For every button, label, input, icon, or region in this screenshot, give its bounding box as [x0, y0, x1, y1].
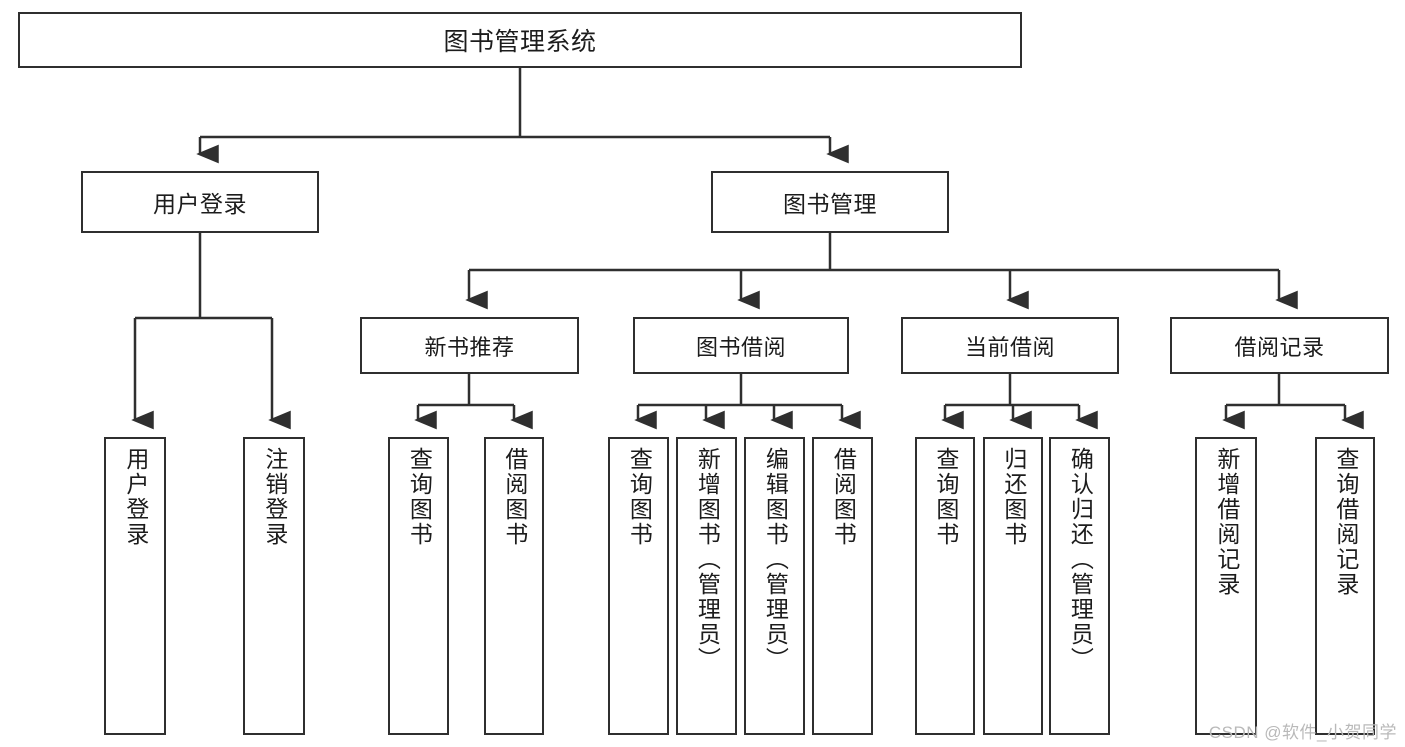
node-leaf-borrow-book-1-label: 借阅图书 [501, 447, 528, 547]
node-leaf-return-book-label: 归还图书 [1000, 447, 1027, 547]
node-user-login[interactable]: 用户登录 [81, 171, 319, 233]
node-leaf-query-book-1[interactable]: 查询图书 [388, 437, 449, 735]
node-leaf-add-record[interactable]: 新增借阅记录 [1195, 437, 1257, 735]
node-leaf-confirm-return-label: 确认归还（管理员） [1067, 447, 1094, 672]
node-leaf-confirm-return[interactable]: 确认归还（管理员） [1049, 437, 1110, 735]
node-book-admin-label: 图书管理 [783, 191, 877, 217]
node-book-borrow[interactable]: 图书借阅 [633, 317, 849, 374]
node-leaf-borrow-book-1[interactable]: 借阅图书 [484, 437, 544, 735]
node-leaf-add-book[interactable]: 新增图书（管理员） [676, 437, 737, 735]
node-leaf-user-login[interactable]: 用户登录 [104, 437, 166, 735]
node-leaf-query-record[interactable]: 查询借阅记录 [1315, 437, 1375, 735]
node-leaf-add-book-label: 新增图书（管理员） [694, 447, 721, 672]
node-leaf-query-book-2[interactable]: 查询图书 [608, 437, 669, 735]
node-root-label: 图书管理系统 [443, 28, 597, 56]
node-leaf-add-record-label: 新增借阅记录 [1213, 447, 1240, 597]
node-current-borrow-label: 当前借阅 [964, 334, 1055, 360]
node-leaf-query-book-1-label: 查询图书 [406, 447, 433, 547]
watermark: CSDN @软件_小贺同学 [1208, 723, 1397, 742]
node-root[interactable]: 图书管理系统 [18, 12, 1022, 68]
node-leaf-user-login-label: 用户登录 [122, 447, 149, 547]
node-current-borrow[interactable]: 当前借阅 [901, 317, 1119, 374]
node-leaf-return-book[interactable]: 归还图书 [983, 437, 1043, 735]
node-leaf-query-record-label: 查询借阅记录 [1332, 447, 1359, 597]
node-user-login-label: 用户登录 [153, 191, 247, 217]
node-leaf-logout[interactable]: 注销登录 [243, 437, 305, 735]
node-leaf-edit-book-label: 编辑图书（管理员） [762, 447, 789, 672]
node-leaf-borrow-book-2-label: 借阅图书 [830, 447, 857, 547]
node-leaf-query-book-2-label: 查询图书 [626, 447, 653, 547]
node-leaf-query-book-3[interactable]: 查询图书 [915, 437, 975, 735]
node-book-admin[interactable]: 图书管理 [711, 171, 949, 233]
node-book-borrow-label: 图书借阅 [695, 334, 786, 360]
node-leaf-edit-book[interactable]: 编辑图书（管理员） [744, 437, 805, 735]
node-borrow-record[interactable]: 借阅记录 [1170, 317, 1389, 374]
node-leaf-logout-label: 注销登录 [261, 447, 288, 547]
node-new-book-rec-label: 新书推荐 [424, 334, 515, 360]
node-leaf-borrow-book-2[interactable]: 借阅图书 [812, 437, 873, 735]
node-borrow-record-label: 借阅记录 [1234, 334, 1325, 360]
node-leaf-query-book-3-label: 查询图书 [932, 447, 959, 547]
node-new-book-rec[interactable]: 新书推荐 [360, 317, 579, 374]
